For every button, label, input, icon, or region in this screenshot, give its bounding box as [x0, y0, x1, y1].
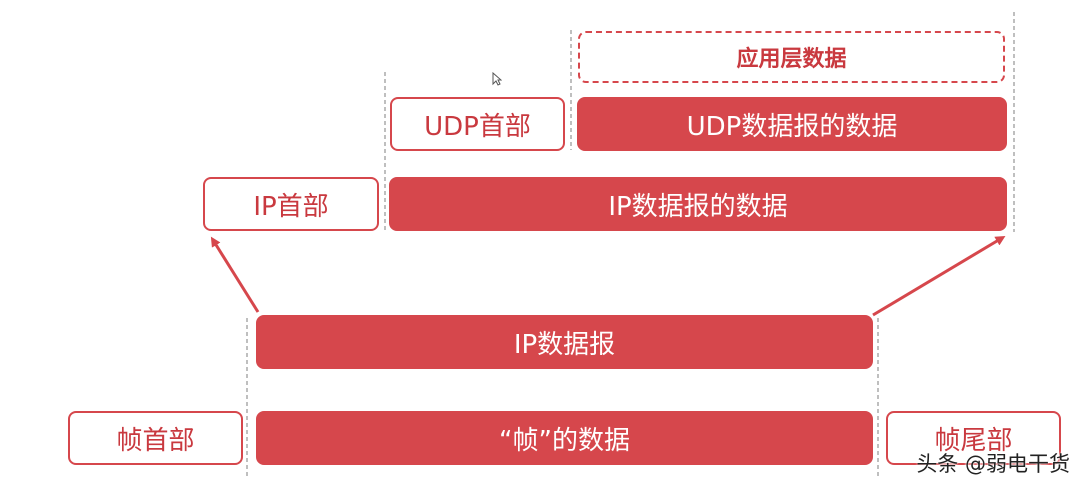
udp-data-box: UDP数据报的数据: [577, 97, 1007, 151]
frame-data-label: “帧”的数据: [499, 425, 630, 456]
frame-header-box: 帧首部: [68, 411, 243, 465]
app-layer-data-label: 应用层数据: [736, 47, 847, 72]
frame-data-box: “帧”的数据: [256, 411, 873, 465]
arrow-left: [210, 236, 260, 313]
udp-header-label: UDP首部: [424, 111, 531, 142]
frame-header-label: 帧首部: [116, 425, 195, 456]
arrow-right: [872, 235, 1006, 317]
ip-datagram-box: IP数据报: [256, 315, 873, 369]
ip-header-label: IP首部: [253, 191, 329, 222]
frame-trailer-box: 帧尾部: [886, 411, 1061, 465]
ip-datagram-label: IP数据报: [513, 329, 616, 360]
ip-header-box: IP首部: [203, 177, 379, 231]
mouse-cursor-icon: [492, 72, 502, 86]
ip-data-label: IP数据报的数据: [608, 191, 788, 222]
frame-trailer-label: 帧尾部: [934, 425, 1013, 456]
app-layer-data-box: 应用层数据: [578, 31, 1005, 83]
ip-data-box: IP数据报的数据: [389, 177, 1007, 231]
watermark-text: 头条 @弱电干货: [916, 452, 1070, 476]
udp-data-label: UDP数据报的数据: [686, 111, 898, 142]
udp-header-box: UDP首部: [390, 97, 565, 151]
